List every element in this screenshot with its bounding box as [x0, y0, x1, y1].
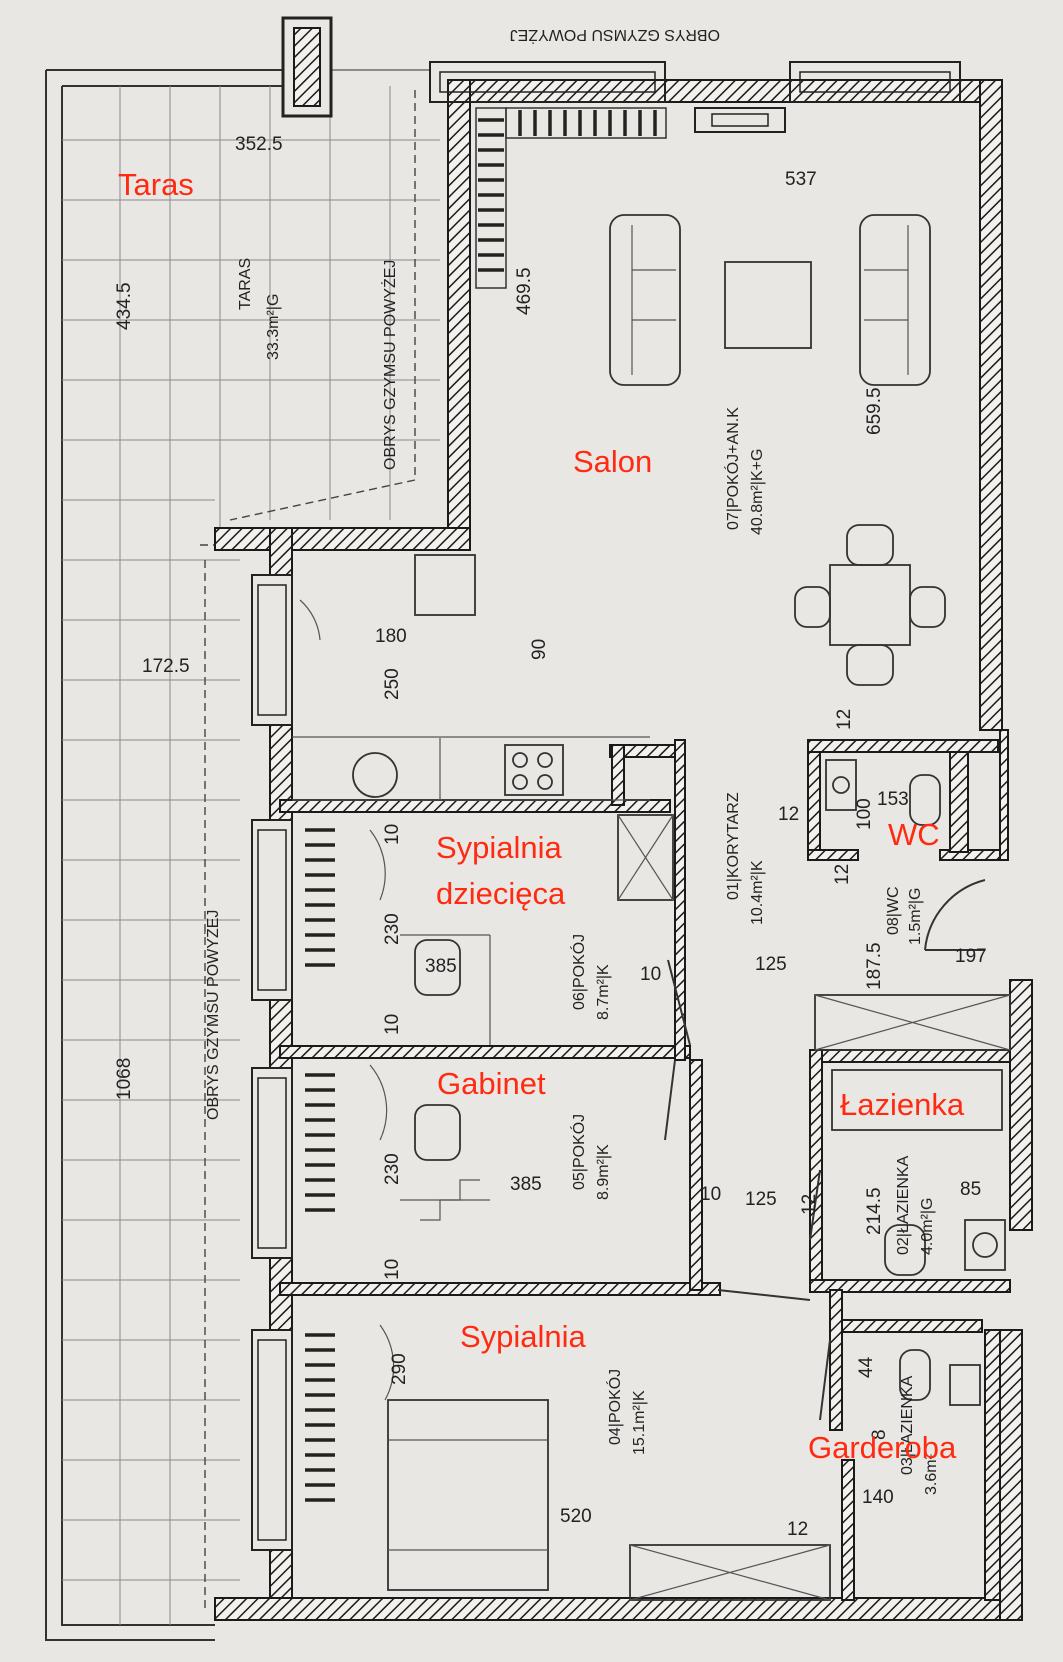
code-lazienka02-title: 02|ŁAZIENKA	[895, 1155, 912, 1255]
dim-520: 520	[560, 1506, 592, 1527]
doors	[299, 599, 986, 1421]
dim-100: 100	[854, 798, 875, 830]
dim-659-5: 659.5	[864, 387, 885, 435]
dim-140: 140	[862, 1487, 894, 1508]
terrace-area	[45, 69, 440, 1641]
code-pokoj04-title: 04|POKÓJ	[605, 1369, 624, 1445]
dim-197: 197	[955, 946, 987, 967]
dim-1068: 1068	[114, 1058, 135, 1100]
bedroom-radiators	[305, 828, 335, 1502]
code-pokoj05-title: 05|POKÓJ	[569, 1114, 588, 1190]
coffee-table	[724, 261, 812, 349]
dim-12-b: 12	[778, 804, 799, 825]
dim-385-b: 385	[510, 1174, 542, 1195]
code-pokoj06-title: 06|POKÓJ	[569, 934, 588, 1010]
dim-230-a: 230	[382, 913, 403, 945]
salon-radiator	[475, 107, 667, 289]
room-name-sypialnia: Sypialnia	[460, 1319, 587, 1354]
step-lines	[420, 1179, 480, 1221]
sofa-left	[609, 214, 681, 386]
room-name-gabinet: Gabinet	[437, 1066, 546, 1101]
dim-85: 85	[960, 1179, 981, 1200]
dim-290: 290	[389, 1353, 410, 1385]
dim-44: 44	[856, 1356, 877, 1378]
room-name-salon: Salon	[573, 444, 652, 479]
dim-434-5: 434.5	[114, 282, 135, 330]
room-name-lazienka: Łazienka	[840, 1087, 965, 1122]
note-top: OBRYS GZYMSU POWYŻEJ	[510, 26, 720, 45]
code-lazienka02-area: 4.0m²|G	[919, 1198, 936, 1256]
dim-153: 153	[877, 789, 909, 810]
code-salon-area: 40.8m²|K+G	[749, 449, 766, 535]
sofa-right	[859, 214, 931, 386]
dim-12-d: 12	[799, 1194, 820, 1215]
walls	[214, 79, 1033, 1621]
code-pokoj05-area: 8.9m²|K	[595, 1144, 612, 1200]
dim-12-c: 12	[832, 864, 853, 885]
dining-set	[794, 524, 946, 686]
wardrobe-kids	[617, 814, 674, 901]
dim-10-d: 10	[640, 964, 661, 985]
dim-537: 537	[785, 169, 817, 190]
dimensions: 352.5 434.5 469.5 537 659.5 172.5 180 25…	[114, 134, 987, 1540]
dim-469-5: 469.5	[514, 267, 535, 315]
room-name-garderoba: Garderoba	[808, 1430, 957, 1465]
desk-chairs	[400, 934, 491, 1201]
cornice-notes: OBRYS GZYMSU POWYŻEJ OBRYS GZYMSU POWYŻE…	[203, 26, 720, 1120]
code-lazienka03-title: 03|ŁAZIENKA	[899, 1375, 916, 1475]
dim-125-a: 125	[755, 954, 787, 975]
code-taras-area: 33.3m²|G	[265, 294, 282, 360]
dim-90: 90	[529, 639, 550, 660]
note-terrace-upper: OBRYS GZYMSU POWYŻEJ	[380, 260, 399, 470]
code-pokoj06-area: 8.7m²|K	[595, 964, 612, 1020]
dim-180: 180	[375, 626, 407, 647]
dim-10-b: 10	[382, 1259, 403, 1280]
code-lazienka03-area: 3.6m²	[923, 1453, 940, 1495]
dim-12-a: 12	[834, 709, 855, 730]
dim-10-a: 10	[382, 1014, 403, 1035]
dim-214-5: 214.5	[864, 1187, 885, 1235]
dim-385-a: 385	[425, 956, 457, 977]
dim-125-b: 125	[745, 1189, 777, 1210]
wc-fixtures	[825, 759, 941, 826]
dim-10-e: 10	[700, 1184, 721, 1205]
room-names: Taras Salon Sypialnia dziecięca WC Gabin…	[118, 167, 965, 1465]
room-name-wc: WC	[888, 817, 940, 852]
note-terrace-lower: OBRYS GZYMSU POWYŻEJ	[203, 910, 222, 1120]
code-wc-area: 1.5m²|G	[907, 888, 924, 946]
bedroom-windows	[251, 574, 293, 1551]
room-name-sypialnia-dziecieca-2: dziecięca	[436, 876, 566, 911]
dim-230-b: 230	[382, 1153, 403, 1185]
closet-bedroom	[629, 1544, 831, 1601]
code-wc-title: 08|WC	[885, 886, 902, 935]
kitchen-counter	[292, 554, 650, 801]
hall-closet	[814, 994, 1011, 1051]
room-name-taras: Taras	[118, 167, 194, 202]
dim-8: 8	[869, 1429, 890, 1440]
code-taras-title: TARAS	[237, 258, 254, 310]
dim-352-5: 352.5	[235, 134, 283, 155]
code-pokoj04-area: 15.1m²|K	[631, 1390, 648, 1455]
code-korytarz-title: 01|KORYTARZ	[725, 792, 742, 900]
dim-250: 250	[382, 668, 403, 700]
dim-187-5: 187.5	[864, 942, 885, 990]
bed	[387, 1399, 549, 1591]
dim-172-5: 172.5	[142, 656, 190, 677]
dim-12-e: 12	[787, 1519, 808, 1540]
code-salon-title: 07|POKÓJ+AN.K	[723, 407, 742, 530]
code-korytarz-area: 10.4m²|K	[749, 860, 766, 925]
terrace-tile-grid	[62, 86, 440, 1625]
top-windows	[429, 61, 961, 133]
bathroom-fixtures	[831, 1069, 1006, 1406]
chimney	[281, 16, 333, 118]
room-codes: TARAS 33.3m²|G 07|POKÓJ+AN.K 40.8m²|K+G …	[237, 258, 940, 1495]
room-name-sypialnia-dziecieca-1: Sypialnia	[436, 830, 563, 865]
dim-10-c: 10	[382, 824, 403, 845]
